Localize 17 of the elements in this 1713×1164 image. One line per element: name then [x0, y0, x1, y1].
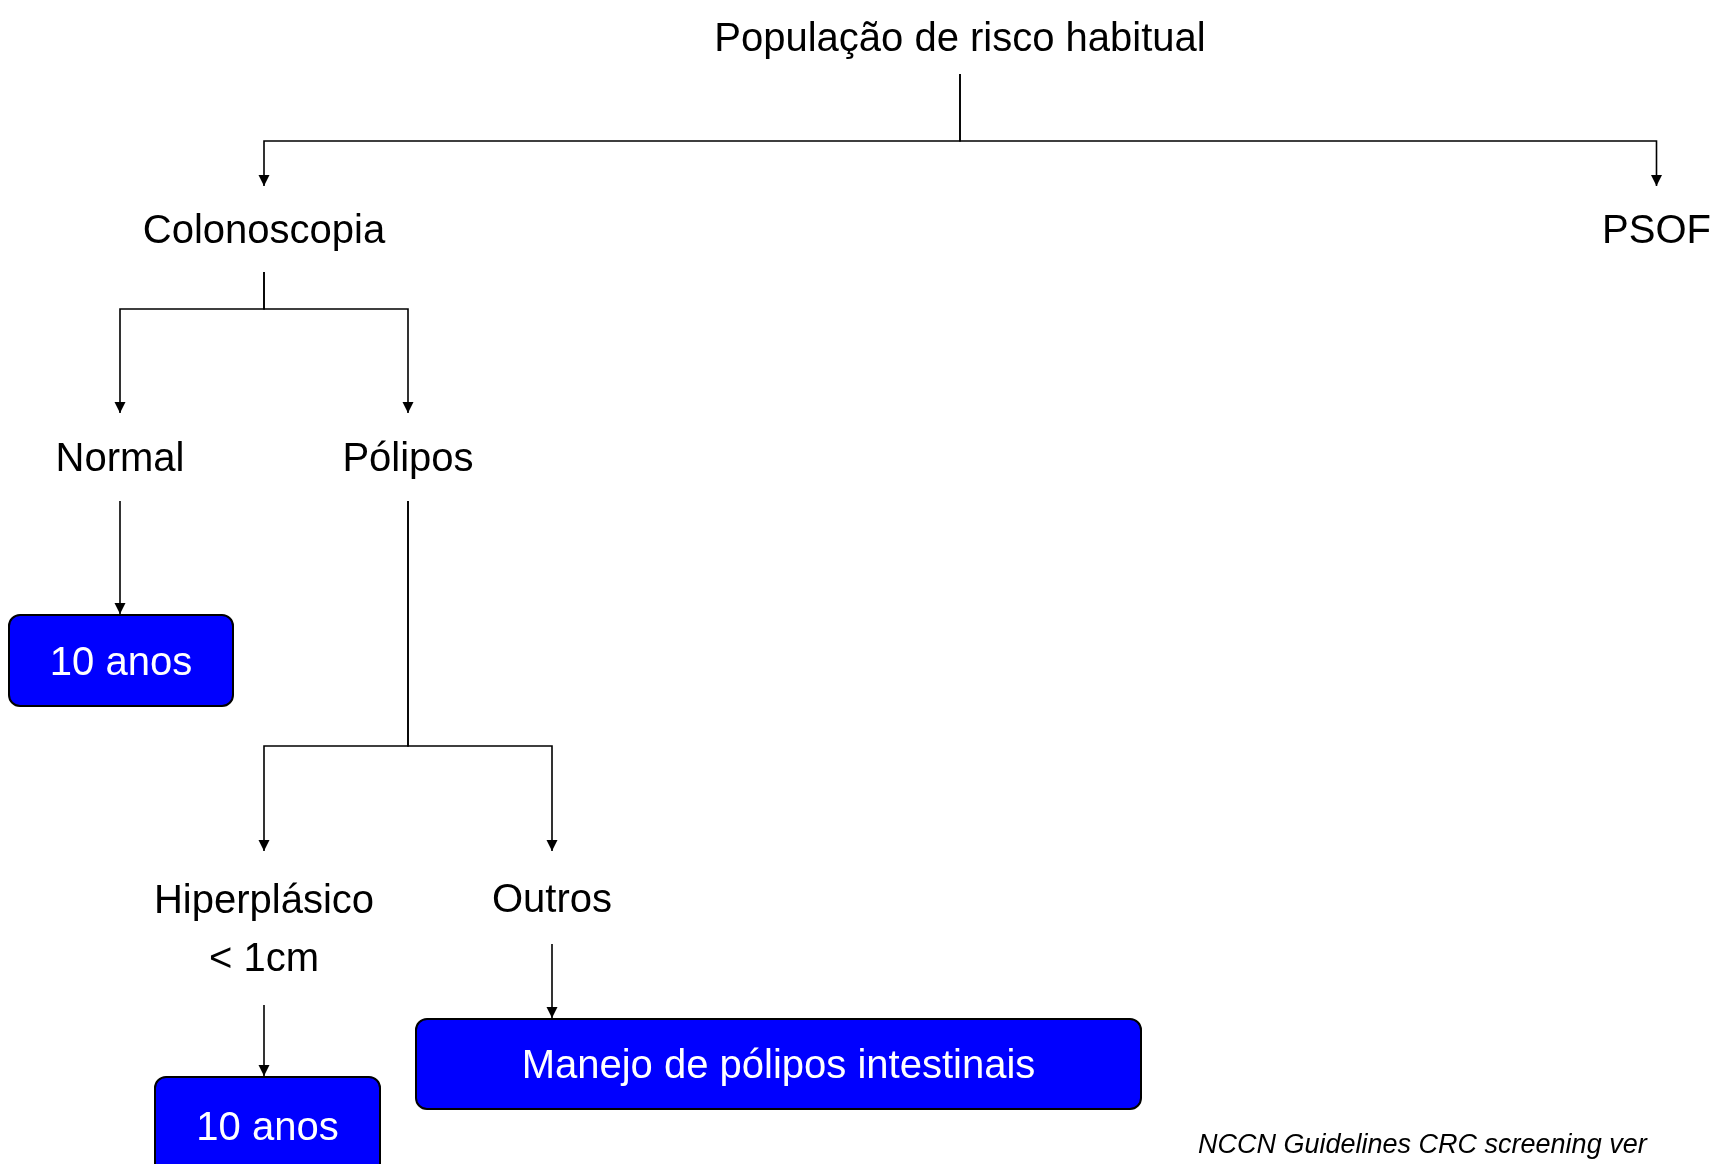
node-label: Pólipos: [342, 434, 474, 481]
arrow: [258, 1004, 270, 1077]
arrow: [263, 271, 414, 414]
arrow: [407, 500, 558, 852]
node-label: Colonoscopia: [142, 206, 386, 253]
source-note: NCCN Guidelines CRC screening ver: [1198, 1128, 1647, 1161]
result-box: Manejo de pólipos intestinais: [415, 1018, 1142, 1110]
node-label: População de risco habitual: [714, 14, 1206, 61]
node-label: Hiperplásico < 1cm: [152, 876, 376, 981]
arrow: [546, 943, 558, 1019]
node-label: Outros: [491, 874, 612, 922]
node-label: PSOF: [1602, 206, 1711, 253]
node-label: Normal: [55, 434, 185, 481]
arrow: [114, 500, 126, 615]
result-box: 10 anos: [8, 614, 234, 707]
arrow: [959, 73, 1663, 187]
result-box: 10 anos: [154, 1076, 381, 1164]
